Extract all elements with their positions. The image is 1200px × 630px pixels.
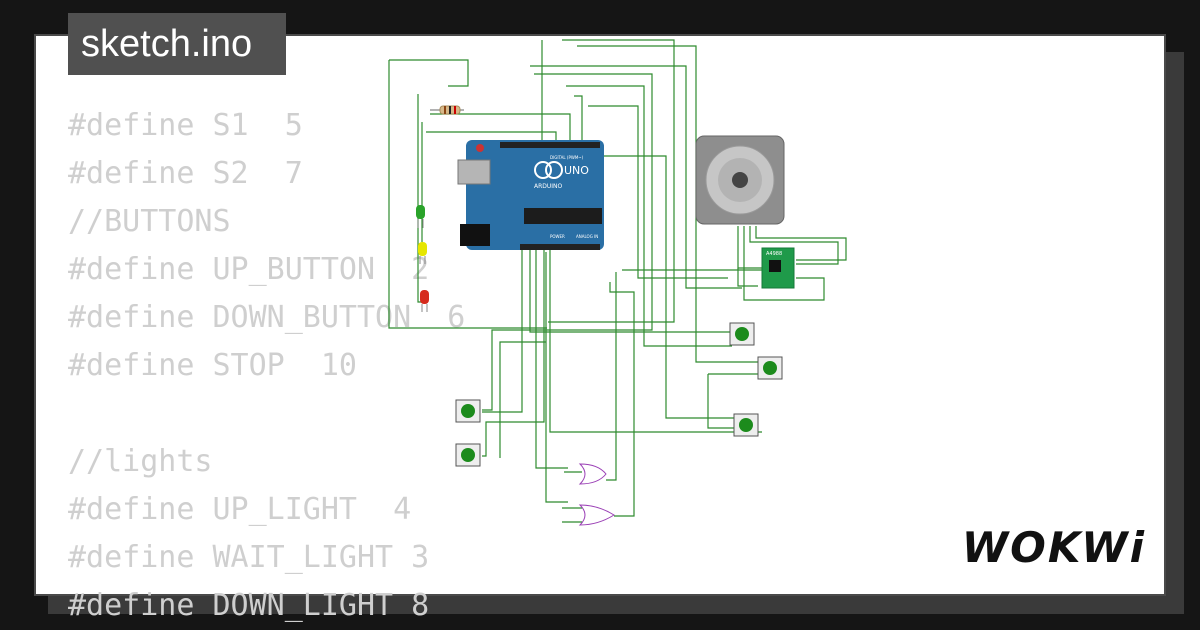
code-line: #define S1 5	[68, 108, 303, 143]
led-green	[416, 205, 425, 228]
pushbutton-1	[455, 399, 481, 423]
code-line: //lights	[68, 444, 213, 479]
pushbutton-2	[455, 443, 481, 467]
board-label: UNO	[564, 164, 589, 177]
code-preview: #define S1 5 #define S2 7 //BUTTONS #define…	[68, 102, 465, 630]
arduino-uno-board: UNO ARDUINO DIGITAL (PWM~) POWER ANALOG …	[457, 140, 604, 250]
code-line: #define STOP 10	[68, 348, 357, 383]
or-gate-2	[578, 504, 615, 526]
board-sublabel: ARDUINO	[534, 183, 563, 190]
project-preview-card[interactable]: #define S1 5 #define S2 7 //BUTTONS #define…	[34, 34, 1166, 623]
wokwi-logo: WOKWi	[961, 523, 1146, 572]
code-line: #define S2 7	[68, 156, 303, 191]
or-gate-1	[578, 463, 607, 485]
a4988-driver: A4988	[761, 247, 795, 289]
board-analog-label: ANALOG IN	[576, 234, 598, 239]
resistor	[430, 105, 464, 115]
code-line: #define DOWN_BUTTON 6	[68, 300, 466, 335]
code-line: #define DOWN_LIGHT 8	[68, 588, 430, 623]
code-line: #define WAIT_LIGHT 3	[68, 540, 430, 575]
circuit-diagram: UNO ARDUINO DIGITAL (PWM~) POWER ANALOG …	[388, 39, 847, 526]
pushbutton-3	[729, 322, 755, 346]
code-line: #define UP_LIGHT 4	[68, 492, 412, 527]
stepper-motor	[695, 135, 785, 225]
pushbutton-4	[757, 356, 783, 380]
board-power-label: POWER	[550, 234, 565, 239]
code-line: #define UP_BUTTON 2	[68, 252, 430, 287]
driver-label: A4988	[766, 251, 782, 257]
pushbutton-5	[733, 413, 759, 437]
led-red	[420, 290, 429, 312]
board-header-label: DIGITAL (PWM~)	[550, 155, 584, 160]
code-line: //BUTTONS	[68, 204, 231, 239]
file-tab[interactable]: sketch.ino	[68, 13, 286, 75]
led-yellow	[418, 242, 427, 264]
